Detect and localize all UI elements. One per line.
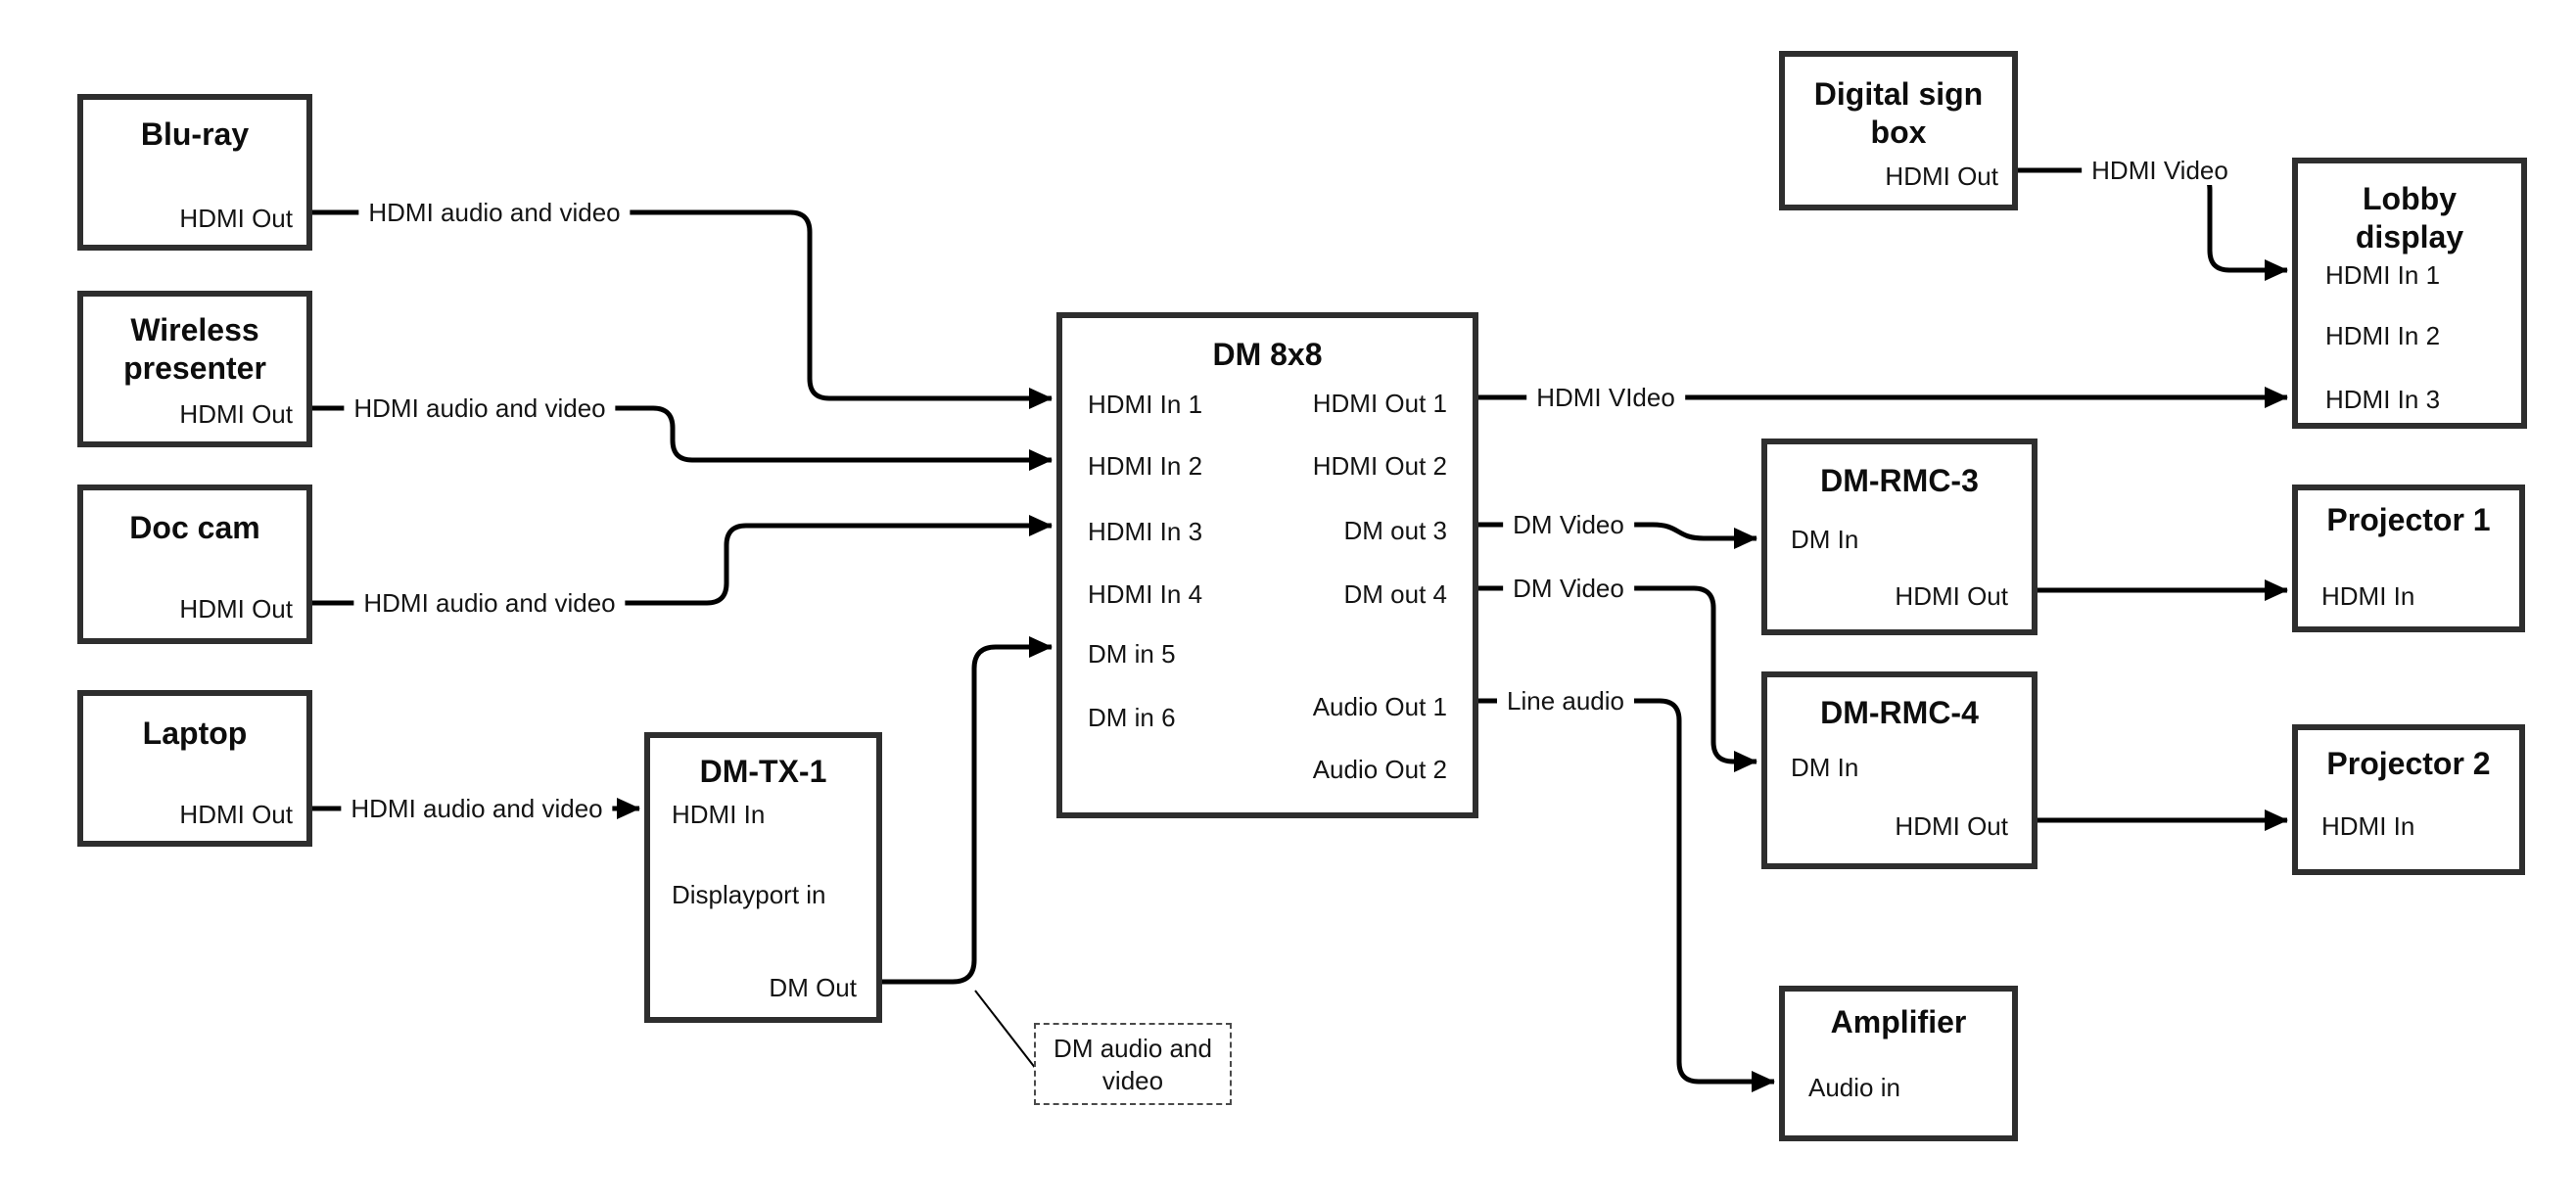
node-title: Projector 1 bbox=[2326, 502, 2491, 537]
edge-label-hdmi-video-out1: HDMI VIdeo bbox=[1526, 383, 1685, 412]
node-wireless-presenter: Wireless presenter HDMI Out bbox=[77, 291, 312, 447]
node-blu-ray: Blu-ray HDMI Out bbox=[77, 94, 312, 251]
port-hdmi-out: HDMI Out bbox=[179, 204, 293, 233]
node-dm-tx-1: DM-TX-1 HDMI In Displayport in DM Out bbox=[644, 732, 882, 1023]
edge-doccam-to-dm8x8-in3 bbox=[312, 514, 1054, 606]
port-hdmi-in-1: HDMI In 1 bbox=[2325, 260, 2441, 290]
note-callout-line bbox=[974, 990, 1037, 1070]
node-title: Blu-ray bbox=[140, 116, 250, 152]
port-hdmi-out-2: HDMI Out 2 bbox=[1312, 451, 1447, 481]
node-title: Wireless presenter bbox=[123, 312, 266, 386]
port-hdmi-in: HDMI In bbox=[2321, 811, 2415, 841]
edge-dm8x8-aout1-to-amplifier bbox=[1478, 698, 1776, 1092]
port-dm-out-4: DM out 4 bbox=[1343, 579, 1448, 609]
node-lobby-display: Lobby display HDMI In 1 HDMI In 2 HDMI I… bbox=[2292, 158, 2527, 429]
node-doc-cam: Doc cam HDMI Out bbox=[77, 485, 312, 644]
port-hdmi-out: HDMI Out bbox=[1895, 811, 2008, 841]
port-hdmi-in: HDMI In bbox=[2321, 581, 2415, 611]
note-dm-audio-and-video: DM audio and video bbox=[1034, 1023, 1232, 1105]
edge-digitalsign-to-lobby-in1 bbox=[2018, 167, 2289, 281]
port-hdmi-in-2: HDMI In 2 bbox=[2325, 321, 2441, 350]
node-title: Projector 2 bbox=[2326, 746, 2491, 781]
edge-label-dm-video-2: DM Video bbox=[1503, 574, 1634, 603]
port-hdmi-in: HDMI In bbox=[672, 800, 766, 829]
port-dm-in: DM In bbox=[1791, 753, 1859, 782]
port-hdmi-in-2: HDMI In 2 bbox=[1088, 451, 1203, 481]
port-hdmi-in-1: HDMI In 1 bbox=[1088, 390, 1203, 419]
node-dm-rmc-3: DM-RMC-3 DM In HDMI Out bbox=[1761, 439, 2037, 635]
port-dm-in: DM In bbox=[1791, 525, 1859, 554]
port-hdmi-out: HDMI Out bbox=[1885, 162, 1998, 191]
port-hdmi-out: HDMI Out bbox=[179, 594, 293, 624]
edge-bluray-to-dm8x8-in1 bbox=[312, 209, 1054, 409]
edge-label-hdmi-video: HDMI Video bbox=[2082, 156, 2238, 185]
node-laptop: Laptop HDMI Out bbox=[77, 690, 312, 847]
port-audio-out-2: Audio Out 2 bbox=[1312, 755, 1447, 784]
port-dm-out-3: DM out 3 bbox=[1343, 516, 1448, 545]
node-projector-1: Projector 1 HDMI In bbox=[2292, 485, 2525, 632]
edge-label-hdmi-audio-video-1: HDMI audio and video bbox=[358, 198, 631, 227]
node-title: DM 8x8 bbox=[1212, 337, 1323, 372]
edge-dm8x8-out4-to-dmrmc4 bbox=[1478, 585, 1758, 772]
node-dm-rmc-4: DM-RMC-4 DM In HDMI Out bbox=[1761, 671, 2037, 869]
node-title: Doc cam bbox=[129, 510, 260, 545]
port-hdmi-in-4: HDMI In 4 bbox=[1088, 579, 1203, 609]
node-digital-sign-box: Digital sign box HDMI Out bbox=[1779, 51, 2018, 210]
port-hdmi-out: HDMI Out bbox=[179, 800, 293, 829]
node-title: Amplifier bbox=[1830, 1004, 1967, 1039]
port-audio-out-1: Audio Out 1 bbox=[1312, 692, 1447, 721]
port-hdmi-in-3: HDMI In 3 bbox=[2325, 385, 2441, 414]
node-title: Laptop bbox=[142, 716, 248, 751]
edge-dmtx1-to-dm8x8-in5 bbox=[882, 635, 1054, 985]
port-displayport-in: Displayport in bbox=[672, 880, 826, 909]
port-dm-in-6: DM in 6 bbox=[1088, 703, 1176, 732]
edge-wireless-to-dm8x8-in2 bbox=[312, 405, 1054, 471]
port-hdmi-out-1: HDMI Out 1 bbox=[1312, 389, 1447, 418]
node-title: DM-RMC-4 bbox=[1820, 695, 1979, 730]
edge-label-hdmi-audio-video-3: HDMI audio and video bbox=[353, 588, 626, 618]
edge-dm8x8-out3-to-dmrmc3 bbox=[1478, 522, 1758, 549]
edge-label-hdmi-audio-video-2: HDMI audio and video bbox=[344, 393, 616, 423]
node-projector-2: Projector 2 HDMI In bbox=[2292, 724, 2525, 875]
port-hdmi-in-3: HDMI In 3 bbox=[1088, 517, 1203, 546]
edge-label-line-audio: Line audio bbox=[1497, 686, 1634, 716]
node-title: Lobby display bbox=[2355, 181, 2464, 254]
port-hdmi-out: HDMI Out bbox=[179, 399, 293, 429]
node-amplifier: Amplifier Audio in bbox=[1779, 986, 2018, 1141]
port-dm-in-5: DM in 5 bbox=[1088, 639, 1176, 669]
node-title: DM-RMC-3 bbox=[1820, 463, 1979, 498]
edge-label-dm-video-1: DM Video bbox=[1503, 510, 1634, 539]
edge-label-hdmi-audio-video-4: HDMI audio and video bbox=[341, 794, 613, 823]
port-audio-in: Audio in bbox=[1808, 1073, 1900, 1102]
port-hdmi-out: HDMI Out bbox=[1895, 581, 2008, 611]
node-title: Digital sign box bbox=[1813, 76, 1984, 150]
node-title: DM-TX-1 bbox=[699, 754, 827, 789]
node-dm-8x8: DM 8x8 HDMI In 1 HDMI In 2 HDMI In 3 HDM… bbox=[1056, 312, 1478, 818]
port-dm-out: DM Out bbox=[769, 973, 857, 1002]
